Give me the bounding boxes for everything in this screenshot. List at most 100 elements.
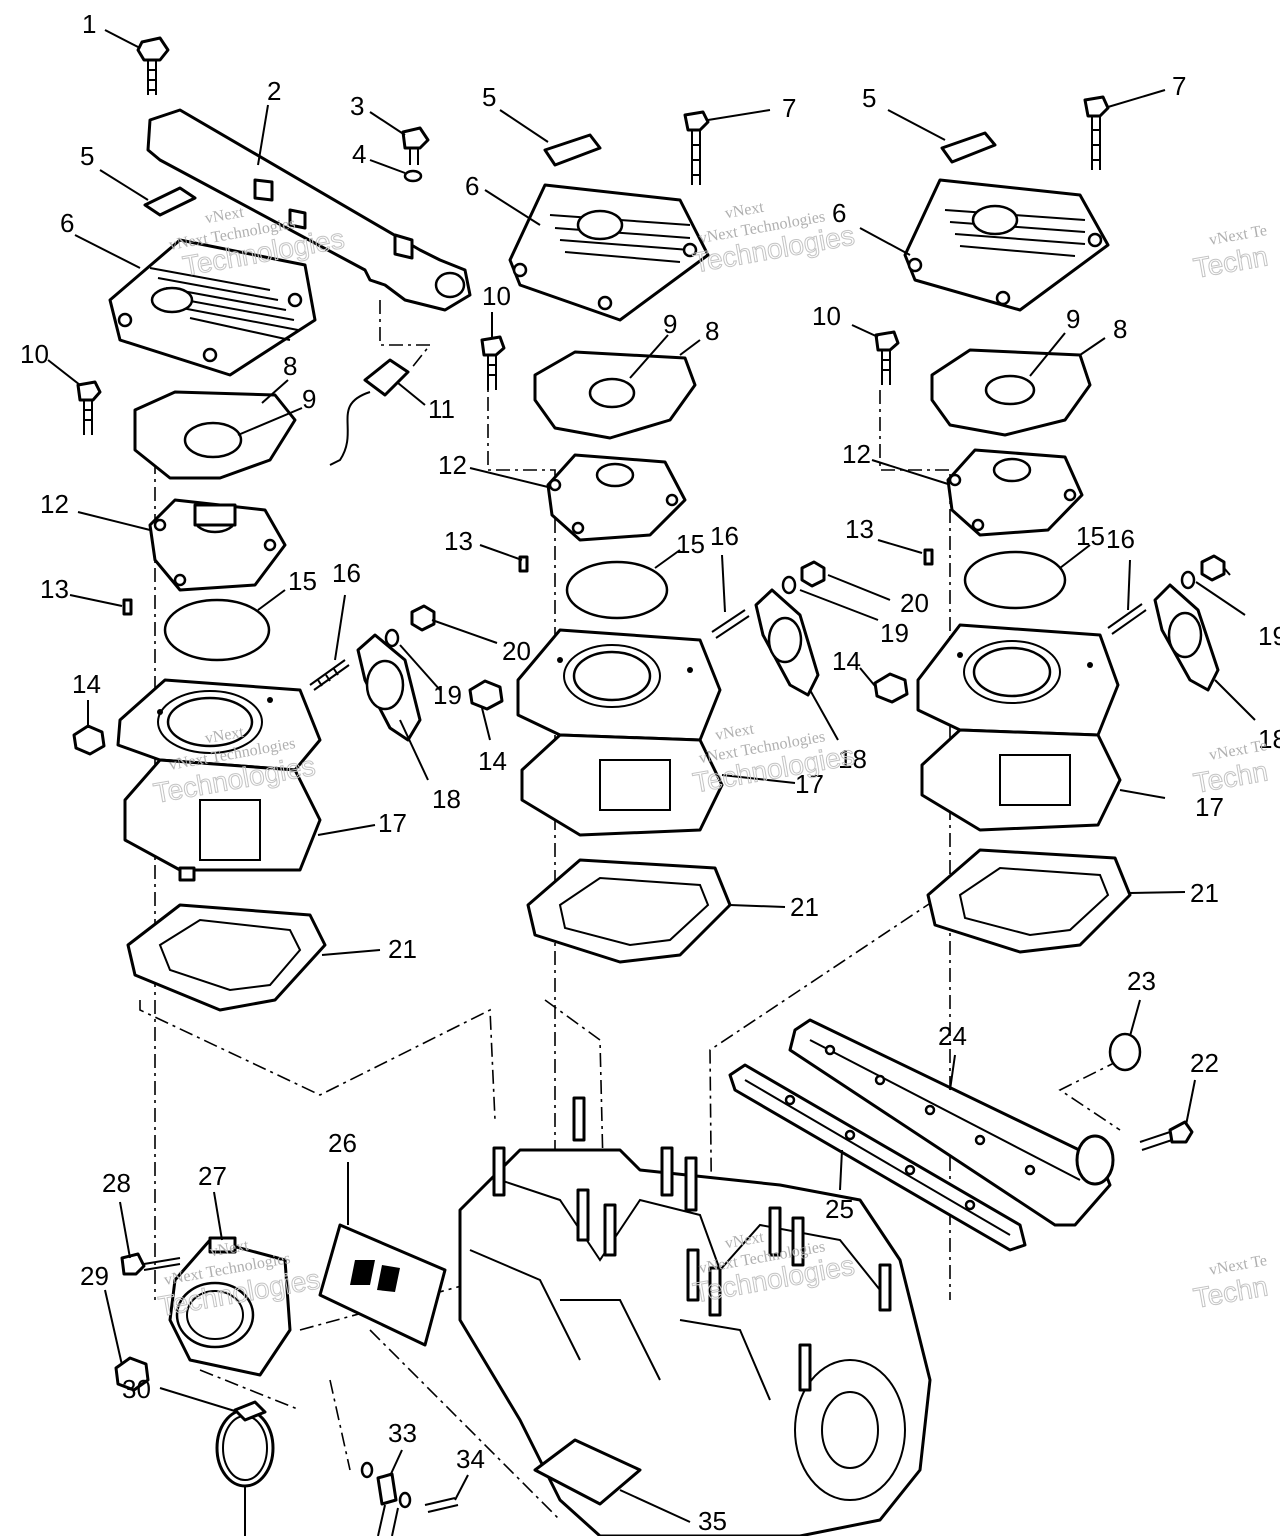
exhaust-gasket-18c-icon <box>1153 583 1220 692</box>
callout-19c: 19 <box>1258 621 1280 651</box>
callout-18b: 18 <box>838 744 867 774</box>
callout-8c: 8 <box>1113 314 1127 344</box>
callout-20b: 20 <box>900 588 929 618</box>
cylinder-17c-icon <box>916 623 1122 832</box>
callout-6b: 6 <box>465 171 479 201</box>
nut-20c-icon <box>1200 554 1226 582</box>
base-gasket-21c-icon <box>926 848 1132 954</box>
crankcase-assembly <box>114 1096 932 1536</box>
stud-16b-icon <box>711 609 750 639</box>
watermark-brand: vNext <box>204 724 246 748</box>
nut-20b-icon <box>800 560 826 588</box>
water-rail-24-icon <box>788 1018 1115 1227</box>
callout-5a: 5 <box>80 141 94 171</box>
nut-14b-icon <box>468 679 504 711</box>
callout-12c: 12 <box>842 439 871 469</box>
o-ring-23-icon <box>1108 1032 1142 1072</box>
nut-29-icon <box>114 1356 150 1392</box>
callout-30: 30 <box>122 1374 151 1404</box>
callout-6a: 6 <box>60 208 74 238</box>
callout-16c: 16 <box>1106 524 1135 554</box>
callout-17c: 17 <box>1195 792 1224 822</box>
washer-19-icon <box>384 628 400 648</box>
callout-7b: 7 <box>1172 71 1186 101</box>
callout-17b: 17 <box>795 769 824 799</box>
callout-1: 1 <box>82 9 96 39</box>
cylinder-head-12c-icon <box>946 448 1084 537</box>
nut-20-icon <box>410 604 436 632</box>
callout-24: 24 <box>938 1021 967 1051</box>
exhaust-gasket-18-icon <box>356 633 422 742</box>
leader-lines <box>47 29 1256 1536</box>
callout-5b: 5 <box>482 82 496 112</box>
callout-9a: 9 <box>302 384 316 414</box>
callout-14b: 14 <box>478 746 507 776</box>
base-gasket-21b-icon <box>526 858 732 964</box>
watermark-6: vNext Te Techn <box>1191 737 1271 799</box>
callout-29: 29 <box>80 1261 109 1291</box>
callout-23: 23 <box>1127 966 1156 996</box>
crankcase-icon <box>458 1148 932 1536</box>
water-manifold-icon <box>146 108 472 312</box>
callout-34: 34 <box>456 1444 485 1474</box>
exhaust-gasket-18b-icon <box>754 588 820 697</box>
callout-5c: 5 <box>862 83 876 113</box>
bolt-3-icon <box>401 126 430 165</box>
bolt-10c-icon <box>874 330 900 385</box>
o-ring-15b-icon <box>565 560 669 620</box>
callout-9c: 9 <box>1066 304 1080 334</box>
o-ring-9-icon <box>183 421 243 459</box>
callout-21c: 21 <box>1190 878 1219 908</box>
screw-34-icon <box>424 1497 459 1513</box>
bolt-10-icon <box>76 380 102 435</box>
o-ring-9c-icon <box>984 374 1036 406</box>
bolt-1-icon <box>136 36 170 95</box>
callout-4: 4 <box>352 139 366 169</box>
callout-25: 25 <box>825 1194 854 1224</box>
watermark-partial-big: Techn <box>1191 755 1270 799</box>
callout-17a: 17 <box>378 808 407 838</box>
o-ring-15-icon <box>163 598 271 662</box>
left-cylinder-stack <box>72 36 472 1012</box>
intake-manifold-27-icon <box>168 1236 292 1377</box>
washer-19c-icon <box>1180 570 1196 590</box>
callout-15a: 15 <box>288 566 317 596</box>
head-cover-6b-icon <box>508 183 710 322</box>
nut-14c-icon <box>873 672 909 704</box>
watermark-partial-big: Techn <box>1191 240 1270 284</box>
watermark-9: vNext Te Techn <box>1191 1252 1271 1314</box>
bolt-7a-icon <box>683 110 710 185</box>
callout-15c: 15 <box>1076 521 1105 551</box>
callout-8b: 8 <box>705 316 719 346</box>
stud-16-icon <box>309 659 350 691</box>
callout-10b: 10 <box>482 281 511 311</box>
cylinder-17b-icon <box>516 628 724 837</box>
callout-22: 22 <box>1190 1048 1219 1078</box>
head-cover-6c-icon <box>903 178 1110 312</box>
dowel-pin-13b-icon <box>518 555 529 573</box>
callout-19a: 19 <box>433 680 462 710</box>
callout-18c: 18 <box>1258 724 1280 754</box>
callout-21b: 21 <box>790 892 819 922</box>
crankcase-studs-icon <box>492 1096 892 1392</box>
o-ring-9b-icon <box>588 377 636 409</box>
watermark-brand: vNext <box>724 199 766 223</box>
bolt-22-icon <box>1139 1120 1194 1151</box>
dowel-pin-13-icon <box>122 598 133 616</box>
nut-14-icon <box>72 724 106 756</box>
callout-10a: 10 <box>20 339 49 369</box>
right-cylinder-stack <box>873 95 1226 954</box>
gasket-5c-icon <box>940 131 997 164</box>
bolt-28-icon <box>120 1252 181 1276</box>
reed-valve-26-icon <box>318 1223 447 1347</box>
gasket-5-icon <box>143 186 197 217</box>
callout-8a: 8 <box>283 351 297 381</box>
callout-13a: 13 <box>40 574 69 604</box>
fitting-33-icon <box>360 1461 412 1509</box>
washer-19b-icon <box>781 575 797 595</box>
base-gasket-21-icon <box>126 903 327 1012</box>
hose-clamp-30-icon <box>215 1400 275 1488</box>
callout-2: 2 <box>267 76 281 106</box>
callout-13b: 13 <box>444 526 473 556</box>
